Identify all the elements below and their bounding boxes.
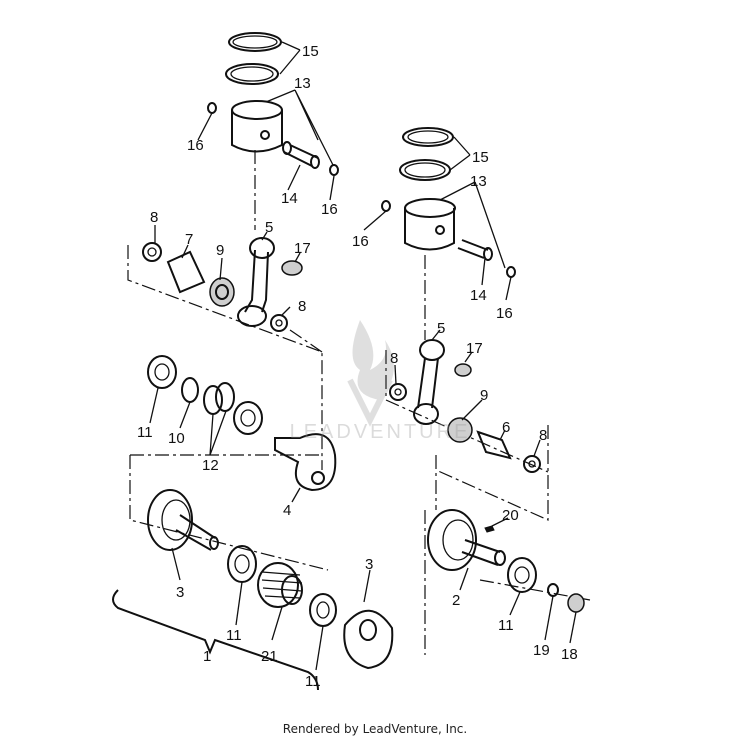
callout-11-left: 11: [137, 424, 153, 441]
callout-3-right: 3: [365, 556, 373, 573]
callout-5-right: 5: [437, 320, 445, 337]
callout-20: 20: [502, 507, 519, 524]
callout-8-left-a: 8: [150, 209, 158, 226]
callout-7: 7: [185, 231, 193, 248]
flame-logo-icon: [347, 320, 394, 427]
wrist-pin-right: [457, 239, 493, 261]
callout-17-right: 17: [466, 340, 483, 357]
callout-19: 19: [533, 642, 550, 659]
bearing-9-right: [447, 417, 473, 443]
callout-17-left: 17: [294, 240, 311, 257]
callout-13-right: 13: [470, 173, 487, 190]
nut-18: [567, 593, 585, 613]
leader-lines: [149, 41, 577, 671]
callout-2: 2: [452, 592, 460, 609]
callout-11-right: 11: [498, 617, 514, 634]
piston-right: [404, 198, 456, 251]
callout-15-left: 15: [302, 43, 319, 60]
callout-8-right-b: 8: [539, 427, 547, 444]
bearing-11-bottom-center: [309, 593, 337, 627]
callout-8-left-b: 8: [298, 298, 306, 315]
callout-16-right-a: 16: [352, 233, 369, 250]
crank-half-4: [274, 433, 337, 492]
callout-6: 6: [502, 419, 510, 436]
shaft-6: [476, 430, 512, 460]
assembly-bracket-1: [112, 589, 319, 691]
bearing-11-bottom-left: [227, 545, 257, 583]
shaft-7: [166, 250, 206, 294]
callout-5-left: 5: [265, 219, 273, 236]
washer-19: [547, 583, 559, 597]
callout-14-left: 14: [281, 190, 298, 207]
callout-15-right: 15: [472, 149, 489, 166]
callout-13-left: 13: [294, 75, 311, 92]
piston-ring-right-upper: [402, 127, 454, 147]
circlip-right-b: [506, 266, 516, 278]
callout-8-right-a: 8: [390, 350, 398, 367]
key-20: [484, 525, 495, 533]
piston-left: [231, 100, 283, 153]
center-bearing-21: [257, 562, 303, 608]
connecting-rod-left: [237, 237, 275, 327]
watermark-text: LEADVENTURE: [290, 421, 471, 443]
crank-half-2: [427, 509, 506, 571]
piston-ring-left-upper: [228, 32, 282, 52]
ring-12-a: [203, 385, 223, 415]
footer-credit: Rendered by LeadVenture, Inc.: [282, 722, 468, 736]
seal-11-left: [147, 355, 177, 389]
needle-bearing-17-left: [281, 260, 303, 276]
callout-16-right-b: 16: [496, 305, 513, 322]
callout-16-left-b: 16: [321, 201, 338, 218]
callout-12: 12: [202, 457, 219, 474]
callout-11-bottom-center: 11: [305, 673, 321, 690]
leadventure-watermark: LEADVENTURE: [290, 320, 471, 443]
bearing-12: [233, 401, 263, 435]
piston-ring-right-lower: [399, 159, 451, 181]
callout-11-bottom-left: 11: [226, 627, 242, 644]
callout-10: 10: [168, 430, 185, 447]
crank-half-3-right: [343, 609, 394, 670]
callout-14-right: 14: [470, 287, 487, 304]
seal-left-small: [142, 242, 162, 262]
bearing-11-right: [507, 557, 537, 593]
alignment-lines: [127, 150, 591, 655]
callout-9-right: 9: [480, 387, 488, 404]
callout-4: 4: [283, 502, 291, 519]
circlip-left-b: [329, 164, 339, 176]
callout-3-left: 3: [176, 584, 184, 601]
callout-9-left: 9: [216, 242, 224, 259]
washer-8-left: [270, 314, 288, 332]
needle-bearing-17-right: [454, 363, 472, 377]
washer-8-right-upper: [389, 383, 407, 401]
piston-ring-left-lower: [225, 63, 279, 85]
bearing-9-left: [209, 277, 235, 307]
wrist-pin-left: [282, 141, 320, 169]
connecting-rod-right: [413, 339, 445, 425]
ring-10: [181, 377, 199, 403]
circlip-left-a: [207, 102, 217, 114]
crank-half-3-left: [147, 489, 219, 551]
callout-labels: 15 13 16 14 16 8 7 9 5 17 8 11 10 12 4 3…: [137, 43, 578, 690]
circlip-right-a: [381, 200, 391, 212]
callout-1: 1: [203, 648, 211, 665]
ring-12-b: [215, 382, 235, 412]
callout-18: 18: [561, 646, 578, 663]
washer-8-right-lower: [523, 455, 541, 473]
callout-16-left-a: 16: [187, 137, 204, 154]
callout-21: 21: [261, 648, 278, 665]
